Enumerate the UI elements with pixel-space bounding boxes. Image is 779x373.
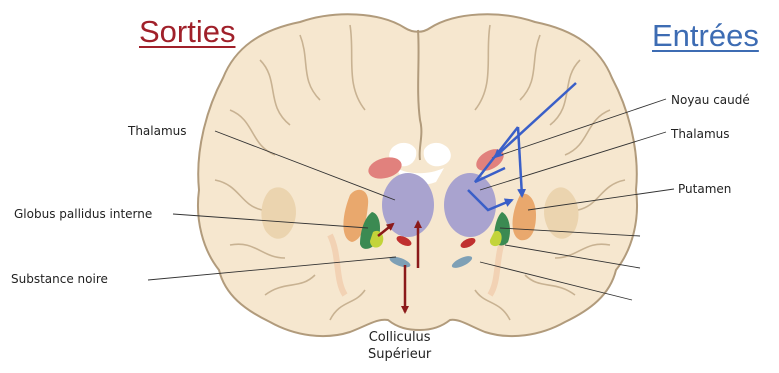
label-putamen: Putamen: [678, 182, 731, 196]
label-thalamus-right: Thalamus: [671, 127, 730, 141]
label-colliculus-line2: Supérieur: [368, 346, 431, 363]
thalamus-right: [444, 173, 496, 237]
inputs-title-text: Entrées: [652, 18, 759, 53]
label-noyau-caude: Noyau caudé: [671, 93, 750, 107]
label-substance-noire: Substance noire: [11, 272, 108, 286]
outputs-title: Sorties: [139, 14, 235, 50]
label-thalamus-left: Thalamus: [128, 124, 187, 138]
label-colliculus-line1: Colliculus: [368, 329, 431, 346]
inputs-title: Entrées: [652, 18, 759, 54]
outputs-title-text: Sorties: [139, 14, 235, 49]
label-colliculus-superieur: Colliculus Supérieur: [368, 329, 431, 363]
label-globus-pallidus: Globus pallidus interne: [14, 207, 152, 221]
